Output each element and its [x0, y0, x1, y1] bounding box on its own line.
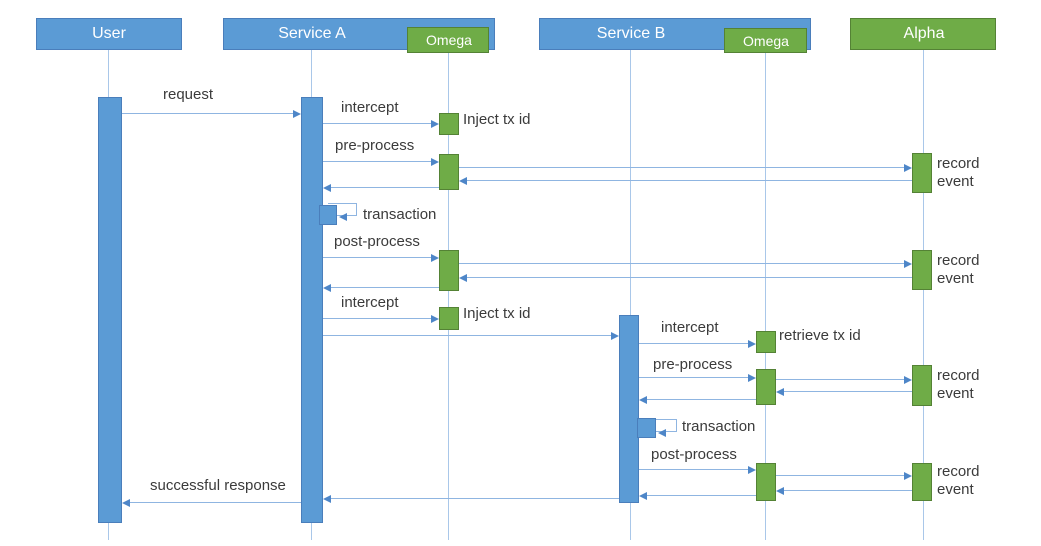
message-line	[639, 377, 749, 378]
lifeline-service-b	[630, 50, 631, 540]
message-line	[330, 498, 619, 499]
arrow-left-icon	[776, 487, 784, 495]
message-line	[646, 495, 756, 496]
activation-service-a	[301, 97, 323, 523]
activation-omega-b	[756, 369, 776, 405]
activation-user	[98, 97, 122, 523]
arrow-right-icon	[904, 472, 912, 480]
message-label: intercept	[341, 99, 399, 116]
activation-omega-a	[439, 113, 459, 135]
activation-service-b	[619, 315, 639, 503]
arrow-right-icon	[431, 120, 439, 128]
message-line	[466, 180, 912, 181]
message-label: pre-process	[335, 137, 415, 154]
activation-omega-b	[756, 463, 776, 501]
message-line	[122, 113, 294, 114]
arrow-right-icon	[904, 376, 912, 384]
arrow-left-icon	[323, 184, 331, 192]
activation-omega-b	[756, 331, 776, 353]
arrow-left-icon	[323, 495, 331, 503]
activation-alpha	[912, 463, 932, 501]
message-line	[323, 161, 432, 162]
message-line	[459, 167, 905, 168]
self-call-arrow-icon	[339, 213, 347, 221]
message-line	[776, 475, 905, 476]
message-label: intercept	[661, 319, 719, 336]
message-line	[639, 343, 749, 344]
arrow-left-icon	[639, 396, 647, 404]
activation-alpha	[912, 365, 932, 406]
participant-alpha: Alpha	[850, 18, 996, 50]
message-line	[646, 399, 756, 400]
message-line	[459, 263, 905, 264]
activation-alpha	[912, 153, 932, 193]
self-call-label: transaction	[363, 206, 437, 223]
message-label: pre-process	[653, 356, 733, 373]
message-line	[330, 287, 439, 288]
lifeline-omega-b	[765, 53, 766, 540]
activation-omega-a	[439, 154, 459, 190]
message-line	[323, 335, 612, 336]
message-line	[639, 469, 749, 470]
participant-label-omega-a: Omega	[426, 32, 472, 48]
self-call-label: transaction	[682, 418, 756, 435]
participant-label-omega-b: Omega	[743, 32, 789, 49]
message-label: request	[163, 86, 214, 103]
participant-label-user: User	[92, 25, 126, 42]
activation-alpha	[912, 250, 932, 290]
arrow-left-icon	[459, 177, 467, 185]
lifeline-omega-a	[448, 53, 449, 540]
participant-label-service-b: Service B	[596, 25, 666, 42]
activation-service-b-self	[637, 418, 656, 438]
arrow-right-icon	[748, 466, 756, 474]
message-line	[783, 391, 912, 392]
activation-omega-a	[439, 250, 459, 291]
note-label: record event	[937, 367, 980, 402]
note-label: record event	[937, 252, 980, 287]
arrow-left-icon	[323, 284, 331, 292]
participant-user: User	[36, 18, 182, 50]
arrow-right-icon	[431, 254, 439, 262]
message-label: successful response	[150, 477, 286, 494]
arrow-right-icon	[748, 340, 756, 348]
participant-label-service-a: Service A	[278, 25, 346, 42]
arrow-left-icon	[122, 499, 130, 507]
self-call-arrow-icon	[658, 429, 666, 437]
activation-service-a-self	[319, 205, 337, 225]
arrow-right-icon	[748, 374, 756, 382]
activation-omega-a	[439, 307, 459, 330]
participant-omega-b: Omega	[724, 28, 807, 53]
message-label: post-process	[651, 446, 737, 463]
note-label: record event	[937, 463, 980, 498]
message-label: post-process	[334, 233, 420, 250]
message-label: intercept	[341, 294, 399, 311]
message-line	[466, 277, 912, 278]
note-label: Inject tx id	[463, 305, 531, 322]
message-line	[783, 490, 912, 491]
arrow-left-icon	[776, 388, 784, 396]
message-line	[776, 379, 905, 380]
note-label: record event	[937, 155, 980, 190]
arrow-right-icon	[431, 158, 439, 166]
arrow-right-icon	[904, 260, 912, 268]
message-line	[323, 257, 432, 258]
arrow-right-icon	[904, 164, 912, 172]
arrow-right-icon	[431, 315, 439, 323]
note-label: Inject tx id	[463, 111, 531, 128]
message-line	[129, 502, 301, 503]
lifeline-alpha	[923, 50, 924, 540]
participant-omega-a: Omega	[407, 27, 489, 53]
participant-label-alpha: Alpha	[903, 25, 945, 42]
message-line	[323, 318, 432, 319]
arrow-left-icon	[639, 492, 647, 500]
message-line	[330, 187, 439, 188]
arrow-left-icon	[459, 274, 467, 282]
arrow-right-icon	[611, 332, 619, 340]
arrow-right-icon	[293, 110, 301, 118]
note-label: retrieve tx id	[779, 327, 861, 344]
message-line	[323, 123, 432, 124]
